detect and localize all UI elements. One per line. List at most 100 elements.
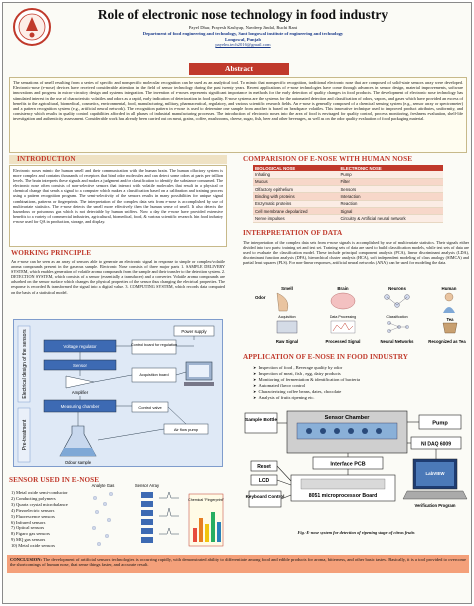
table-cell: Cell membrane depolarized: [253, 207, 339, 216]
list-item: Monitoring of fermentation & identificat…: [253, 377, 467, 383]
enose-system-figure: Sample Bottle Sensor Chamber Pump NI DAQ…: [243, 409, 469, 527]
sensor-board-icon: [276, 320, 298, 334]
keyboard-control-block: Keyboard Control: [246, 490, 285, 508]
svg-text:8051 microprocessor Board: 8051 microprocessor Board: [309, 493, 378, 499]
nose-icon: [276, 292, 289, 312]
sample-bottle-block: Sample Bottle: [244, 412, 277, 434]
interpretation-heading: INTERPRETATION OF DATA: [243, 229, 343, 237]
svg-text:Interface PCB: Interface PCB: [330, 462, 365, 468]
working-principle-text: An e-nose can be seen as an array of sen…: [11, 259, 225, 295]
svg-text:Sensor Chamber: Sensor Chamber: [325, 415, 371, 421]
voltage-regulator-block: Voltage regulator: [43, 339, 117, 353]
applications-heading: APPLICATION OF E-NOSE IN FOOD INDUSTRY: [243, 353, 409, 361]
svg-text:Sensor: Sensor: [73, 363, 87, 368]
list-item: 10) Metal oxide sensors: [11, 543, 56, 549]
working-principle-heading: WORKING PRINCIPLE: [11, 249, 92, 257]
acquisition-board-block: Acquisition board: [131, 367, 177, 383]
conclusion-label: CONCLUSION:: [10, 556, 43, 562]
list-item: 7) Optical sensors: [11, 525, 45, 531]
connection-arrows: [276, 421, 437, 500]
measuring-chamber-block: Measuring chamber: [43, 399, 117, 413]
svg-text:Electrical design of the senso: Electrical design of the sensors: [22, 329, 28, 399]
svg-text:LabVIEW: LabVIEW: [425, 471, 445, 476]
processed-signal-label: Processed Signal: [326, 339, 361, 344]
working-principle-diagram: Electrical design of the sensors Pre-tre…: [13, 319, 223, 467]
column-header: BIOLOGICAL NOSE: [253, 165, 339, 172]
human-label: Human: [442, 286, 457, 291]
tea-cup-icon: Tea: [442, 317, 458, 334]
email-link[interactable]: payelm.tech2016@gmail.com: [215, 42, 271, 48]
computer-icon: [184, 361, 214, 386]
department: Department of food engineering and techn…: [142, 30, 344, 36]
conclusion-box: CONCLUSION: The development of artificia…: [7, 555, 469, 573]
neurons-label: Neurons: [388, 286, 406, 291]
svg-text:Control board for regulation: Control board for regulation: [131, 343, 177, 347]
connection-lines: [77, 336, 195, 441]
svg-text:Acquisition board: Acquisition board: [139, 373, 168, 377]
abstract-heading: Abstract: [189, 63, 289, 75]
table-cell: Enzymatic proteins: [253, 200, 339, 209]
svg-text:Power supply: Power supply: [181, 329, 207, 334]
interpretation-figure: Smell Brain Neurons Human Odor Acquisi: [247, 285, 469, 347]
neural-networks-label: Neural Networks: [380, 339, 414, 344]
list-item: 3) Quartz crystal microbalance: [11, 501, 68, 507]
table-cell: Filter: [338, 178, 443, 186]
svg-text:Pre-treatment: Pre-treatment: [22, 419, 28, 450]
verification-label: Verification Program: [415, 503, 456, 508]
power-supply-block: Power supply: [173, 325, 215, 337]
table-header-row: BIOLOGICAL NOSE ELECTRONIC NOSE: [253, 165, 443, 172]
table-cell: Mucus: [253, 178, 339, 186]
introduction-heading: INTRODUCTION: [9, 155, 227, 164]
svg-text:Odour sample: Odour sample: [65, 460, 92, 465]
comparison-table: BIOLOGICAL NOSE ELECTRONIC NOSE Inhaling…: [253, 165, 443, 223]
list-item: Characterizing coffee beans, dates, choc…: [253, 389, 467, 395]
interface-pcb-block: Interface PCB: [312, 456, 384, 470]
svg-text:Pump: Pump: [432, 421, 448, 427]
left-label-top: Electrical design of the sensors: [17, 325, 31, 403]
table-cell: Olfactory epithelium: [253, 185, 339, 194]
list-item: 8) Figaro gas sensors: [11, 531, 50, 537]
control-valve-block: Control valve: [131, 401, 169, 413]
chemical-fingerprint-bars: Chemical "Fingerprint": [188, 493, 225, 547]
list-item: 2) Conducting polymers: [11, 495, 56, 501]
neural-network-icon: [387, 321, 409, 333]
author-block: Payel Dhar, Prayesh Kashyap, Navdeep Jin…: [113, 25, 373, 48]
sensor-block: Sensor: [43, 359, 117, 371]
processor-board-block: 8051 microprocessor Board: [290, 474, 396, 502]
svg-text:Air flow pump: Air flow pump: [174, 427, 199, 432]
list-item: Inspection of food , Beverage quality by…: [253, 365, 467, 371]
human-icon: [443, 292, 455, 313]
left-label-bottom: Pre-treatment: [17, 407, 31, 463]
svg-text:Keyboard Control: Keyboard Control: [246, 494, 285, 499]
poster-title: Role of electronic nose technology in fo…: [97, 7, 389, 22]
sensor-array-column: [141, 492, 153, 543]
raw-signal-plot: [330, 320, 356, 334]
svg-text:Sample Bottle: Sample Bottle: [245, 417, 277, 423]
control-board-block: Control board for regulation: [131, 339, 177, 355]
acquisition-label: Acquisition: [278, 315, 295, 319]
location: Longowal, Punjab: [225, 36, 261, 42]
smell-label: Smell: [281, 286, 293, 291]
data-processing-label: Data Processing: [330, 315, 356, 319]
svg-text:LCD: LCD: [259, 478, 270, 484]
air-flow-pump-block: Air flow pump: [163, 423, 209, 435]
conclusion-text: The development of artificial sensors te…: [10, 556, 466, 567]
table-cell: Binding with proteins: [253, 192, 339, 201]
analyte-gas-dots: [92, 492, 113, 546]
table-cell: Signal: [338, 207, 443, 216]
svg-text:Reset: Reset: [257, 464, 271, 470]
applications-list: Inspection of food , Beverage quality by…: [253, 365, 467, 400]
brain-icon: [330, 292, 356, 310]
column-header: ELECTRONIC NOSE: [338, 165, 443, 172]
odour-sample-flask: Odour sample: [59, 425, 97, 465]
list-item: 5) Fluorescence sensors: [11, 513, 55, 519]
amplifier-block: Amplifier: [65, 375, 95, 395]
figure-caption: Fig.-E-nose system for detection of ripe…: [297, 530, 415, 535]
analyte-gas-label: Analyte Gas: [92, 483, 115, 488]
classification-label: Classification: [386, 315, 407, 319]
